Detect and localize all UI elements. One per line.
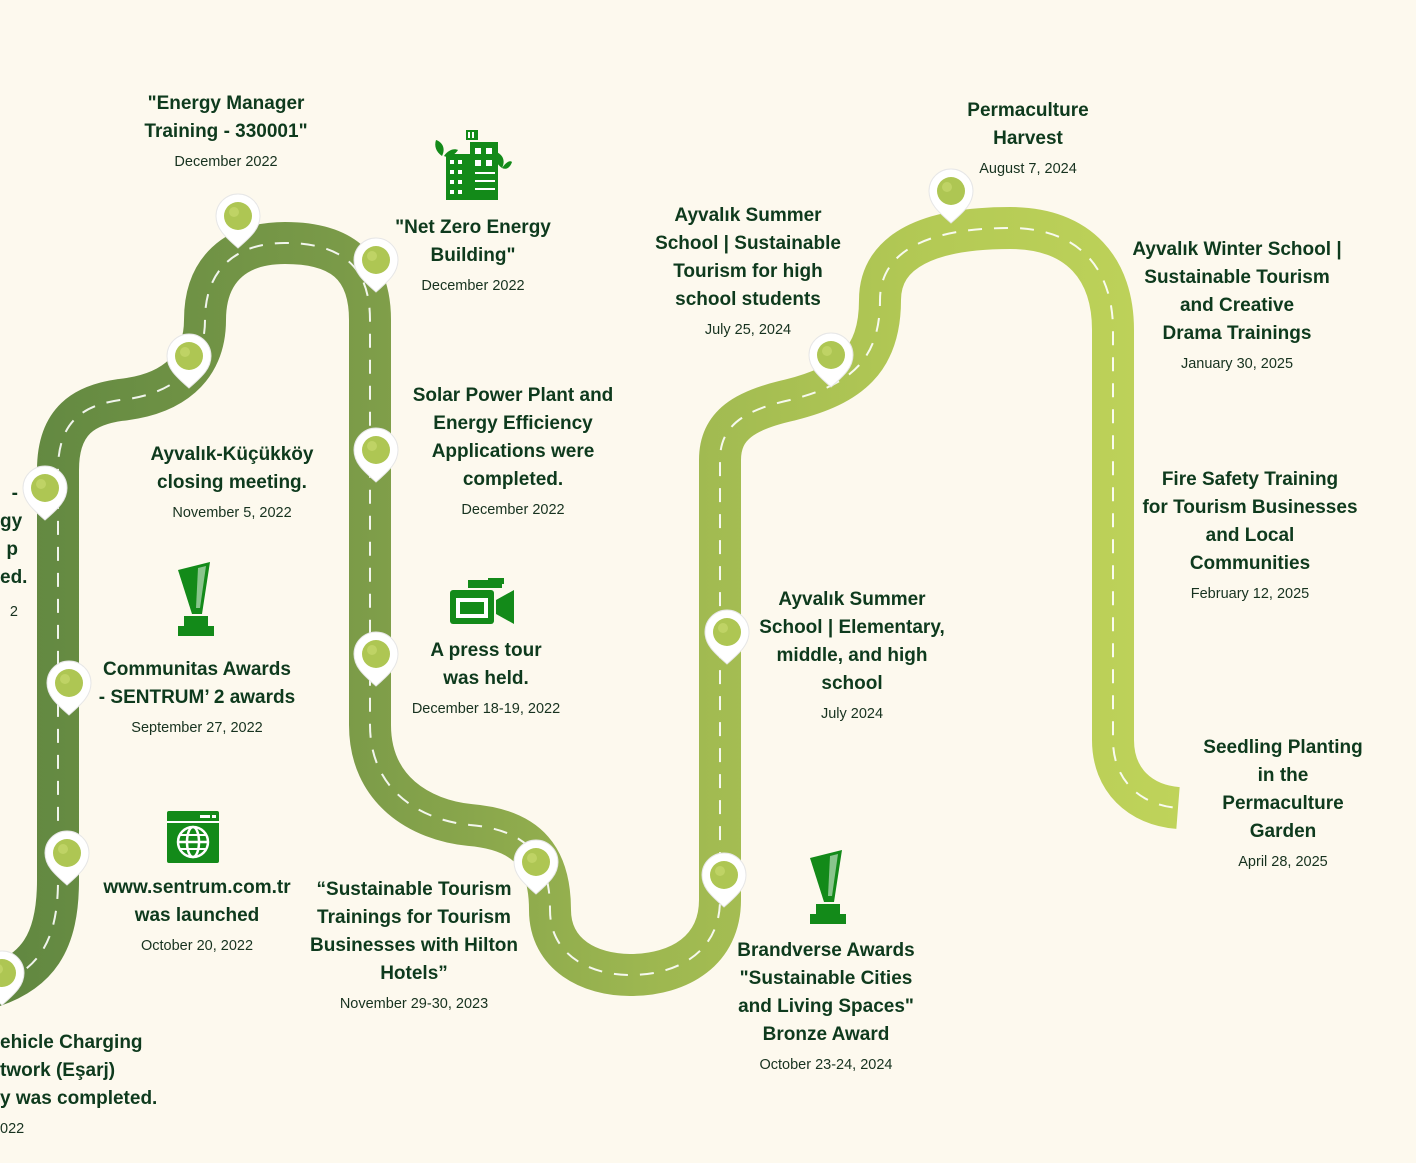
- event-date: 022: [0, 1121, 25, 1137]
- event-title: Communitas Awards - SENTRUM’ 2 awards: [98, 659, 296, 708]
- event-title: Ayvalık Summer School | Elementary, midd…: [759, 589, 945, 694]
- event-summer-school-all-levels: Ayvalık Summer School | Elementary, midd…: [752, 586, 952, 724]
- event-title: Brandverse Awards "Sustainable Cities an…: [737, 940, 915, 1045]
- event-date: August 7, 2024: [979, 161, 1077, 177]
- event-date: April 28, 2025: [1238, 854, 1328, 870]
- event-title: Ayvalık Summer School | Sustainable Tour…: [655, 205, 841, 310]
- event-sustainable-tourism-hilton: “Sustainable Tourism Trainings for Touri…: [302, 876, 526, 1014]
- event-date: October 23-24, 2024: [759, 1057, 893, 1073]
- event-website-launched: www.sentrum.com.tr was launched October …: [92, 874, 302, 956]
- event-title: Permaculture Harvest: [967, 100, 1089, 149]
- event-date: October 20, 2022: [140, 938, 254, 954]
- event-title: Ayvalık Winter School | Sustainable Tour…: [1132, 239, 1342, 344]
- event-date: July 2024: [820, 706, 884, 722]
- event-date: September 27, 2022: [131, 720, 263, 736]
- event-communitas-awards: Communitas Awards - SENTRUM’ 2 awards Se…: [92, 656, 302, 738]
- event-cut-off-left: - gy p ed. 2: [0, 480, 28, 622]
- event-date: November 29-30, 2023: [339, 996, 489, 1012]
- event-title: Solar Power Plant and Energy Efficiency …: [412, 385, 614, 490]
- event-closing-meeting: Ayvalık-Küçükköy closing meeting. Novemb…: [132, 441, 332, 523]
- event-title: - gy p ed.: [0, 483, 28, 588]
- event-title: ehicle Charging twork (Eşarj) y was comp…: [0, 1032, 158, 1109]
- event-date: December 18-19, 2022: [411, 701, 561, 717]
- event-energy-manager-training: "Energy Manager Training - 330001" Decem…: [116, 90, 336, 172]
- event-date: December 2022: [421, 278, 525, 294]
- website-globe-icon: [167, 811, 219, 863]
- event-solar-power-plant: Solar Power Plant and Energy Efficiency …: [402, 382, 624, 520]
- event-title: Seedling Planting in the Permaculture Ga…: [1203, 737, 1363, 842]
- trophy-icon: [178, 562, 214, 636]
- event-seedling-planting: Seedling Planting in the Permaculture Ga…: [1190, 734, 1376, 872]
- event-title: www.sentrum.com.tr was launched: [103, 877, 291, 926]
- trophy-icon: [810, 850, 846, 924]
- event-date: December 2022: [461, 502, 565, 518]
- event-permaculture-harvest: Permaculture Harvest August 7, 2024: [938, 97, 1118, 179]
- event-title: A press tour was held.: [430, 640, 542, 689]
- event-title: Fire Safety Training for Tourism Busines…: [1142, 469, 1358, 574]
- event-winter-school: Ayvalık Winter School | Sustainable Tour…: [1122, 236, 1352, 374]
- event-date: December 2022: [174, 154, 278, 170]
- event-date: November 5, 2022: [172, 505, 292, 521]
- event-title: "Energy Manager Training - 330001": [144, 93, 308, 142]
- event-title: Ayvalık-Küçükköy closing meeting.: [150, 444, 314, 493]
- event-vehicle-charging: ehicle Charging twork (Eşarj) y was comp…: [0, 1029, 170, 1139]
- event-fire-safety-training: Fire Safety Training for Tourism Busines…: [1140, 466, 1360, 604]
- event-date: 2: [9, 604, 18, 620]
- event-date: February 12, 2025: [1190, 586, 1310, 602]
- event-date: January 30, 2025: [1180, 356, 1294, 372]
- event-title: "Net Zero Energy Building": [395, 217, 551, 266]
- event-date: July 25, 2024: [704, 322, 792, 338]
- event-net-zero-energy-building: "Net Zero Energy Building" December 2022: [373, 214, 573, 296]
- event-summer-school-high-school: Ayvalık Summer School | Sustainable Tour…: [648, 202, 848, 340]
- event-press-tour: A press tour was held. December 18-19, 2…: [396, 637, 576, 719]
- green-building-icon: [435, 130, 512, 200]
- event-title: “Sustainable Tourism Trainings for Touri…: [310, 879, 518, 984]
- video-camera-icon: [450, 578, 514, 624]
- event-brandverse-awards: Brandverse Awards "Sustainable Cities an…: [726, 937, 926, 1075]
